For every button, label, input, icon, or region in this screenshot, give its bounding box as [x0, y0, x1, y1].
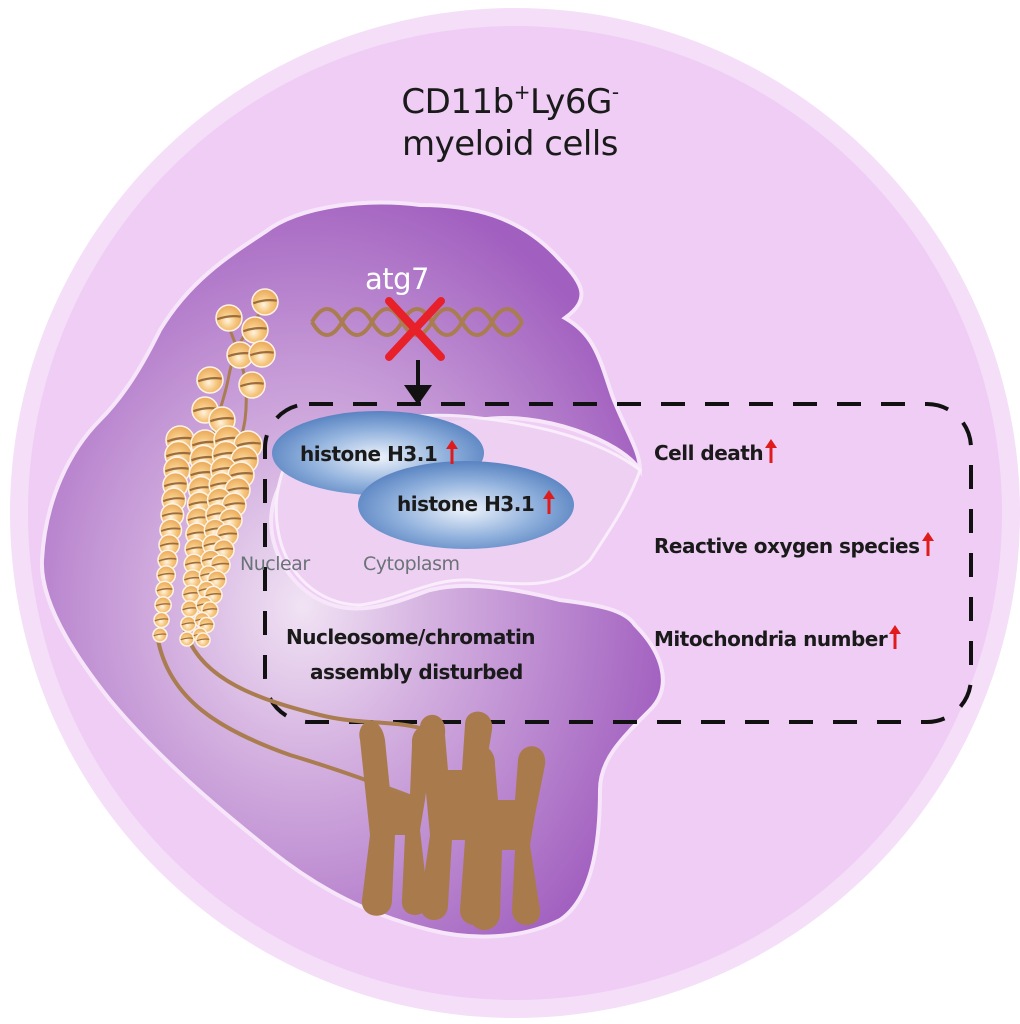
- dna-wrap: [158, 557, 177, 562]
- outcome-ros-text: Reactive oxygen species: [654, 534, 920, 558]
- dna-wrap: [165, 451, 191, 458]
- knockout-x-icon: [385, 297, 445, 361]
- nucleosome-bead: [152, 627, 168, 643]
- outcome-cell-death-text: Cell death: [654, 441, 764, 465]
- nucleosome-beads: [152, 288, 279, 648]
- histone-blob-2: [358, 461, 574, 549]
- cell-type-subtitle: myeloid cells: [402, 124, 618, 164]
- dna-wrap: [153, 633, 167, 637]
- outcome-ros: Reactive oxygen species: [654, 532, 934, 558]
- gene-label-atg7: atg7: [365, 262, 430, 296]
- outcome-mitochondria-text: Mitochondria number: [654, 627, 888, 651]
- dna-wrap: [229, 472, 253, 478]
- up-arrow-icon: [889, 625, 902, 649]
- cell-type-title: CD11b+Ly6G-: [0, 80, 1020, 122]
- cytoplasm-label: Cytoplasm: [363, 553, 460, 575]
- dna-wrap: [155, 603, 171, 607]
- up-arrow-icon: [765, 439, 778, 463]
- nuclear-effect-line1: Nucleosome/chromatin: [286, 625, 536, 649]
- dna-wrap: [197, 377, 222, 383]
- title-sup-minus: -: [611, 80, 619, 104]
- outcome-mitochondria: Mitochondria number: [654, 625, 902, 651]
- up-arrow-icon: [542, 490, 555, 514]
- dna-wrap: [220, 517, 242, 523]
- dna-wrap: [166, 436, 193, 443]
- dna-wrap: [226, 487, 249, 493]
- outcome-cell-death: Cell death: [654, 439, 778, 465]
- dna-wrap: [162, 497, 185, 503]
- dna-wrap: [163, 482, 187, 488]
- dna-wrap: [161, 512, 183, 518]
- dna-wrap: [156, 588, 173, 592]
- down-arrow-icon: [404, 360, 432, 405]
- nucleus: [39, 200, 665, 939]
- nucleosome-bead: [215, 304, 243, 332]
- dna-wrap: [217, 532, 238, 537]
- dna-wrap: [181, 622, 196, 626]
- dna-wrap: [164, 467, 189, 473]
- dna-wrap: [205, 593, 222, 597]
- dna-wrap: [223, 502, 245, 508]
- dna-wrap: [252, 299, 277, 305]
- histone-label-2-text: histone H3.1: [397, 492, 535, 516]
- up-arrow-icon: [445, 440, 458, 464]
- dna-wrap: [182, 607, 198, 611]
- dna-wrap: [249, 351, 274, 357]
- dna-wrap: [157, 572, 175, 577]
- nuclear-effect-line2: assembly disturbed: [310, 660, 523, 684]
- dna-wrap: [199, 623, 214, 627]
- title-marker-ly6g: Ly6G: [529, 82, 612, 122]
- chromosomes-icon: [359, 711, 546, 930]
- dna-wrap: [159, 542, 179, 547]
- dna-wrap: [211, 562, 230, 567]
- dna-wrap: [242, 327, 267, 333]
- nucleosome-bead: [238, 371, 266, 399]
- dna-wrap: [239, 382, 264, 388]
- dna-wrap: [216, 315, 241, 321]
- title-marker-cd11b: CD11b: [401, 82, 514, 122]
- dna-wrap: [234, 441, 261, 448]
- dna-wrap: [232, 456, 257, 463]
- nucleosome-bead: [196, 366, 224, 394]
- nucleosome-bead: [248, 340, 276, 368]
- histone-label-2: histone H3.1: [397, 490, 555, 516]
- outcome-box: [263, 402, 973, 724]
- nuclear-label: Nuclear: [240, 553, 310, 575]
- title-sup-plus: +: [513, 80, 531, 104]
- histone-label-1-text: histone H3.1: [300, 442, 438, 466]
- dna-wrap: [154, 618, 169, 622]
- up-arrow-icon: [921, 532, 934, 556]
- dna-wrap: [214, 547, 234, 552]
- nucleosome-bead: [251, 288, 279, 316]
- dna-wrap: [202, 608, 218, 612]
- dna-wrap: [209, 417, 234, 423]
- dna-wrap: [160, 527, 181, 532]
- dna-wrap: [208, 577, 226, 582]
- histone-label-1: histone H3.1: [300, 440, 458, 466]
- nucleosome-bead: [195, 632, 211, 648]
- dna-wrap: [196, 638, 210, 642]
- dna-wrap: [180, 637, 194, 641]
